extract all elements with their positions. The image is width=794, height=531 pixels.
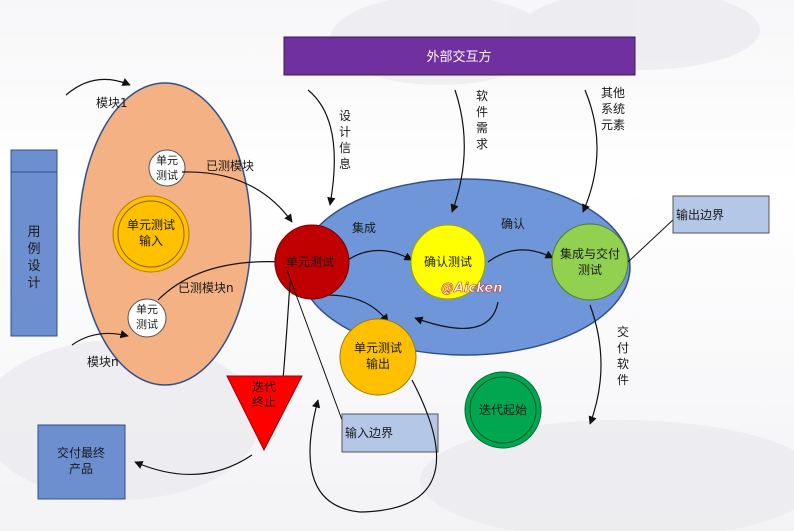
output-boundary-box — [672, 195, 770, 234]
integrate-deliver-node — [551, 223, 629, 301]
design-info-arrow — [307, 89, 336, 206]
input-boundary-box — [341, 413, 439, 453]
unit-test-input-line-1: 单元测试 — [127, 217, 175, 232]
other-elements-line-3: 元素 — [601, 118, 625, 132]
confirm-test-label: 确认测试 — [424, 254, 472, 269]
input-boundary-connector-1 — [286, 269, 343, 421]
use-case-char-3: 设 — [27, 259, 40, 274]
software-req-char-1: 软 — [476, 89, 488, 103]
deliver-software-char-3: 软 — [617, 357, 629, 371]
unit-test-output-line-1: 单元测试 — [354, 340, 402, 355]
software-req-char-4: 求 — [476, 137, 488, 151]
unit-test-bottom-line-2: 测试 — [136, 318, 158, 331]
unit-test-bottom-line-1: 单元 — [136, 303, 158, 316]
integrate-deliver-line-1: 集成与交付 — [560, 246, 620, 261]
watermark: @Aicken — [441, 281, 502, 296]
output-boundary-label: 输出边界 — [676, 207, 724, 222]
tested-module-n-label: 已测模块n — [178, 281, 234, 295]
final-product-box — [37, 424, 126, 500]
iteration-start-label: 迭代起始 — [479, 403, 527, 417]
confirm-label: 确认 — [501, 217, 525, 231]
use-case-char-1: 用 — [27, 225, 40, 240]
tested-module-n-arrow — [157, 257, 283, 301]
input-boundary-label: 输入边界 — [345, 425, 393, 440]
deliver-software-char-4: 件 — [617, 373, 629, 387]
use-case-char-4: 计 — [27, 276, 40, 291]
design-info-char-2: 计 — [339, 125, 351, 139]
unit-test-output-node — [339, 318, 417, 396]
software-req-char-3: 需 — [476, 121, 488, 135]
external-party-box — [283, 36, 636, 76]
final-product-line-1: 交付最终 — [57, 445, 105, 460]
module-n-arrow — [71, 330, 129, 346]
module-1-arrow — [65, 78, 131, 96]
output-boundary-connector — [627, 217, 676, 263]
software-req-char-2: 件 — [476, 105, 488, 119]
unit-test-main-label: 单元测试 — [286, 254, 334, 269]
unit-to-confirm-arrow — [344, 249, 413, 263]
other-elements-line-2: 系统 — [601, 102, 625, 116]
unit-test-output-line-2: 输出 — [366, 356, 390, 371]
use-case-box — [10, 149, 58, 337]
use-case-char-2: 例 — [27, 242, 40, 257]
design-info-char-3: 信 — [339, 141, 351, 155]
final-product-arrow — [134, 454, 253, 475]
output-loop-arrow — [309, 379, 438, 513]
software-req-arrow — [450, 89, 465, 213]
confirm-test-node — [410, 224, 486, 300]
unit-test-top-line-2: 测试 — [156, 169, 178, 182]
unit-test-input-inner — [117, 200, 185, 268]
iteration-end-triangle — [226, 375, 303, 452]
unit-test-bottom-node — [127, 298, 167, 338]
final-product-line-2: 产品 — [69, 462, 93, 476]
tested-module-arrow — [181, 171, 293, 223]
module-n-label: 模块n — [87, 355, 119, 369]
deliver-software-arrow — [588, 304, 602, 425]
deliver-software-char-1: 交 — [617, 324, 629, 339]
unit-to-iteration-arrow — [281, 281, 291, 391]
unit-test-input-line-2: 输入 — [139, 233, 163, 248]
tested-module-label: 已测模块 — [206, 159, 254, 173]
unit-test-top-line-1: 单元 — [156, 154, 178, 167]
external-party-label: 外部交互方 — [426, 49, 491, 65]
other-elements-line-1: 其他 — [601, 86, 625, 100]
integrate-deliver-line-2: 测试 — [578, 262, 602, 277]
iteration-end-line-1: 迭代 — [252, 380, 276, 394]
unit-test-main-node — [274, 224, 350, 300]
design-info-char-4: 息 — [339, 156, 351, 171]
design-info-char-1: 设 — [339, 109, 351, 123]
iteration-start-inner — [469, 376, 537, 444]
feedback-arrow — [414, 301, 499, 329]
iteration-end-line-2: 终止 — [252, 394, 276, 409]
other-elements-arrow — [582, 89, 598, 213]
module-1-label: 模块1 — [96, 96, 128, 110]
unit-test-top-node — [148, 149, 186, 187]
deliver-software-char-2: 付 — [617, 341, 629, 355]
integration-label: 集成 — [352, 220, 376, 235]
confirm-to-integrate-arrow — [487, 249, 554, 263]
